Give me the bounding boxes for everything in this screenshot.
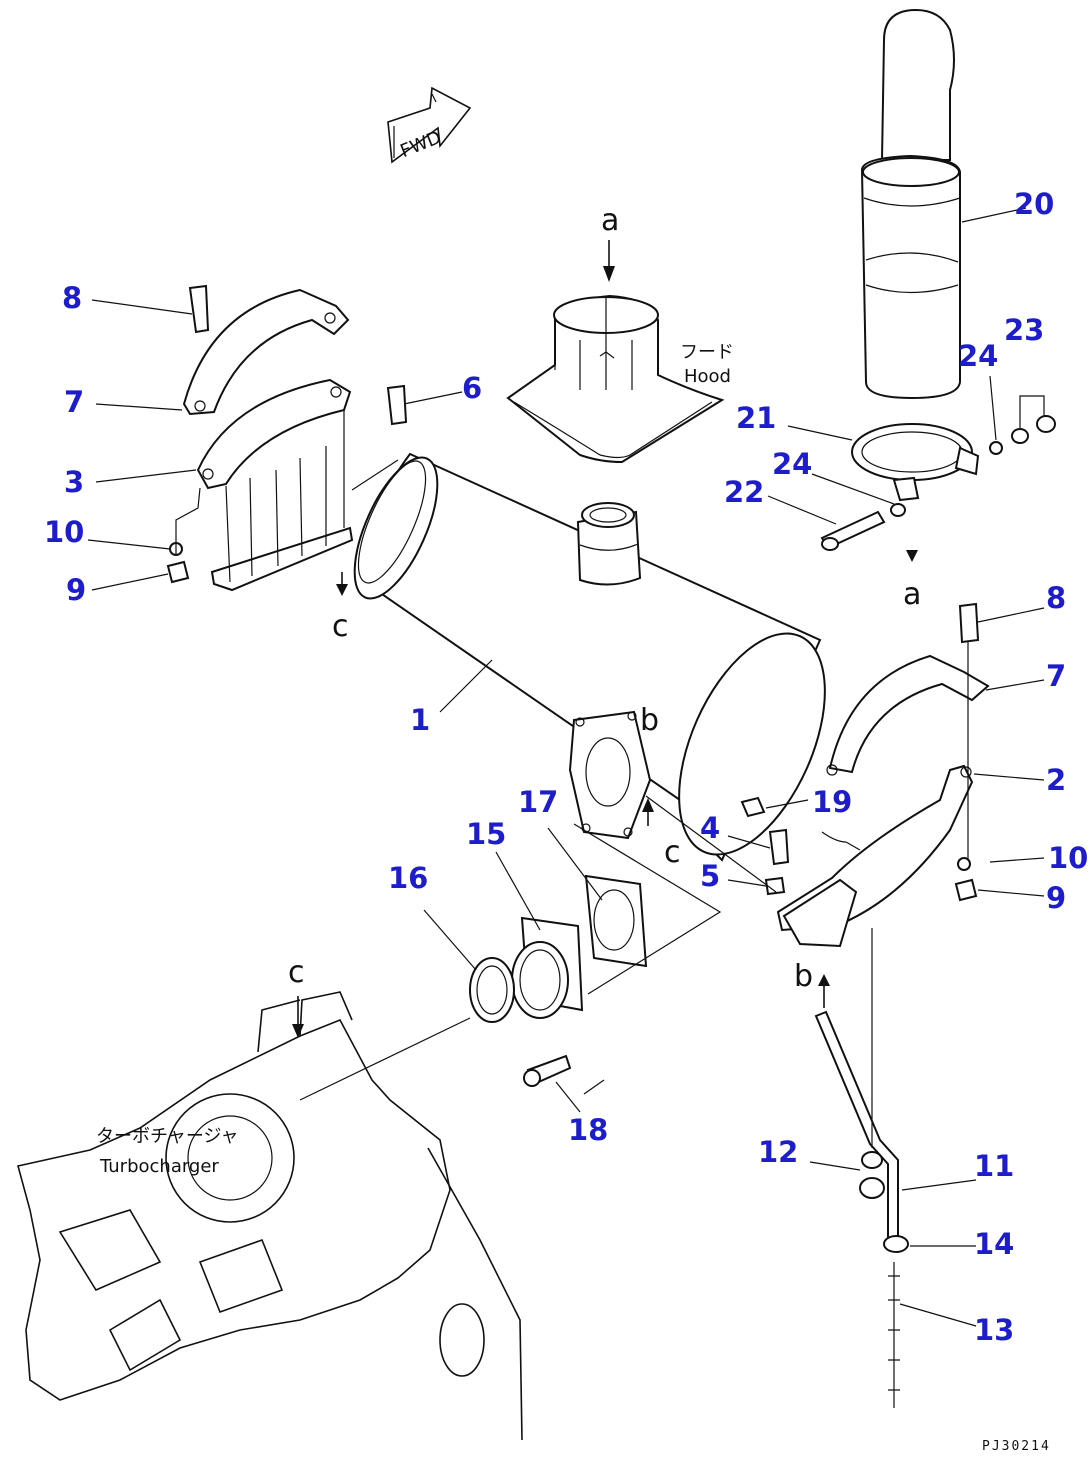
leader-lines [87,207,1045,1327]
callout-16: 16 [388,861,428,895]
callout-24-lower: 24 [772,447,812,481]
hood: フード Hood [506,294,734,464]
pipe-clamp [820,395,1056,551]
callout-3: 3 [64,465,84,499]
tail-pipe [860,8,961,400]
drain-pipe [814,928,909,1408]
callout-6: 6 [462,371,482,405]
section-letter-b-lower: b [794,959,813,994]
callout-23: 23 [1004,313,1044,347]
turbo-label-jp: ターボチャージャ [96,1126,239,1147]
callout-7-left: 7 [64,385,84,419]
callout-7-right: 7 [1046,659,1066,693]
callout-5: 5 [700,859,720,893]
callout-11: 11 [974,1149,1014,1183]
callout-14: 14 [974,1227,1014,1261]
callout-8-left: 8 [62,281,82,315]
callout-15: 15 [466,817,506,851]
section-letter-c-turbo: c [288,955,305,990]
callout-18: 18 [568,1113,608,1147]
fwd-label: FWD [397,127,444,162]
section-letter-a-top: a [601,203,619,238]
right-bracket [776,602,990,948]
callout-24-upper: 24 [958,339,998,373]
callout-19: 19 [812,785,852,819]
fwd-arrow-icon: FWD [387,86,472,164]
callouts: 8 7 3 10 9 6 1 20 23 24 21 24 22 8 7 2 1… [44,187,1088,1347]
callout-1: 1 [410,703,430,737]
section-letter-a-bottom: a [903,577,921,612]
turbocharger: ターボチャージャ Turbocharger [17,991,523,1441]
turbo-label-en: Turbocharger [99,1156,219,1177]
inlet-parts [469,874,648,1087]
section-letter-c-left: c [332,609,349,644]
callout-2: 2 [1046,763,1066,797]
left-bracket [166,284,408,592]
callout-20: 20 [1014,187,1054,221]
callout-17: 17 [518,785,558,819]
muffler [353,452,826,862]
callout-8-right: 8 [1046,581,1066,615]
callout-12: 12 [758,1135,798,1169]
small-hardware [740,796,790,896]
callout-13: 13 [974,1313,1014,1347]
hood-label-jp: フード [680,342,734,363]
callout-9-right: 9 [1046,881,1066,915]
drawing-code: PJ30214 [982,1439,1051,1454]
callout-4: 4 [700,811,720,845]
callout-10-left: 10 [44,515,84,549]
callout-10-right: 10 [1048,841,1088,875]
section-letter-b-upper: b [640,703,659,738]
hood-label-en: Hood [684,366,731,387]
callout-21: 21 [736,401,776,435]
callout-22: 22 [724,475,764,509]
section-letter-c-muffler: c [664,835,681,870]
callout-9-left: 9 [66,573,86,607]
